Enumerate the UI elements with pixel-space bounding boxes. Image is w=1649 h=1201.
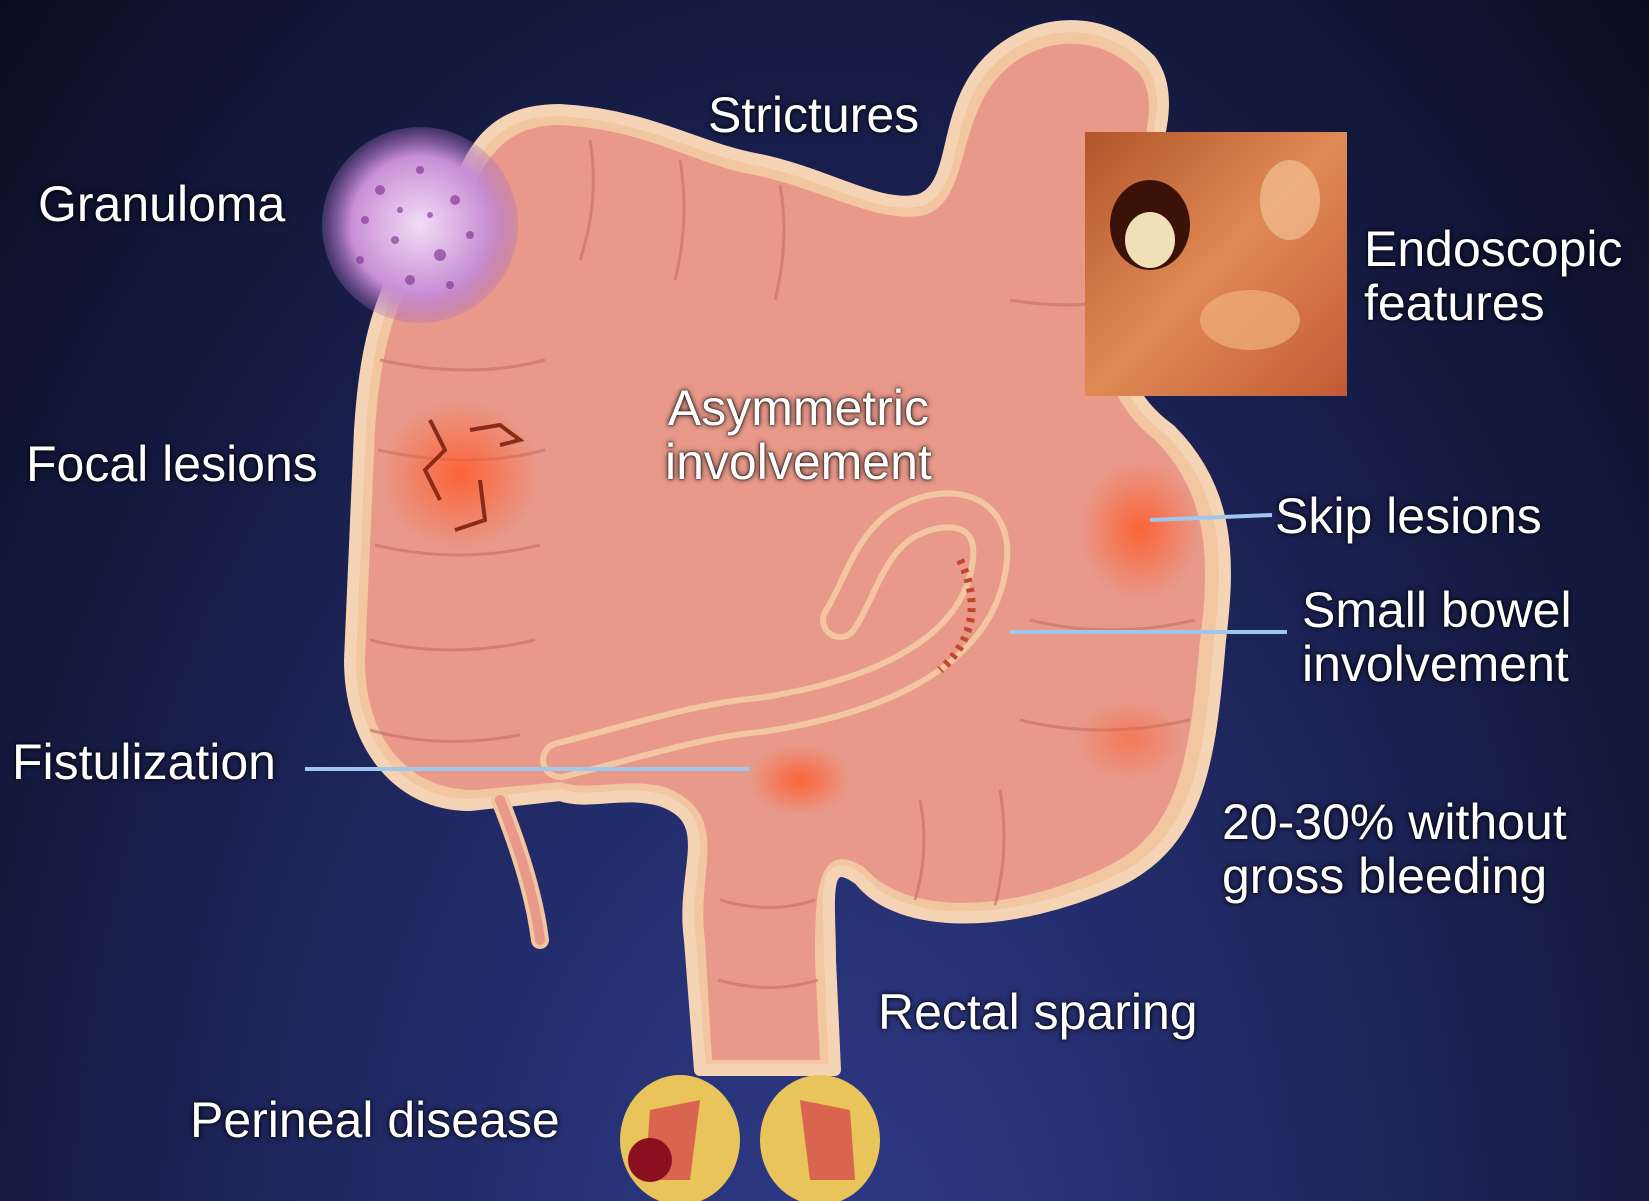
label-granuloma: Granuloma xyxy=(38,178,285,230)
perineal-tissue xyxy=(620,1075,880,1201)
label-asymmetric-line2: involvement xyxy=(665,435,932,489)
label-asymmetric-involvement: Asymmetric involvement xyxy=(665,381,932,489)
label-small-bowel-line1: Small bowel xyxy=(1302,583,1572,637)
label-small-bowel-involvement: Small bowel involvement xyxy=(1302,583,1572,691)
label-strictures: Strictures xyxy=(708,89,919,141)
label-endoscopic-features: Endoscopic features xyxy=(1364,222,1623,330)
label-perineal-disease: Perineal disease xyxy=(190,1094,560,1146)
fistula-inflammation xyxy=(750,745,850,815)
label-small-bowel-line2: involvement xyxy=(1302,637,1572,691)
label-without-gross-bleeding: 20-30% without gross bleeding xyxy=(1222,795,1567,903)
lower-lesion-area xyxy=(1075,700,1185,780)
label-skip-lesions: Skip lesions xyxy=(1275,490,1542,542)
label-asymmetric-line1: Asymmetric xyxy=(665,381,932,435)
label-focal-lesions: Focal lesions xyxy=(26,438,318,490)
label-fistulization: Fistulization xyxy=(12,736,276,788)
label-endoscopic-line1: Endoscopic xyxy=(1364,222,1623,276)
granuloma-image xyxy=(322,127,518,323)
label-endoscopic-line2: features xyxy=(1364,276,1623,330)
label-rectal-sparing: Rectal sparing xyxy=(878,986,1198,1038)
label-bleeding-line1: 20-30% without xyxy=(1222,795,1567,849)
skip-lesion-area xyxy=(1080,460,1200,600)
label-bleeding-line2: gross bleeding xyxy=(1222,849,1567,903)
endoscopic-photo xyxy=(1085,132,1347,396)
